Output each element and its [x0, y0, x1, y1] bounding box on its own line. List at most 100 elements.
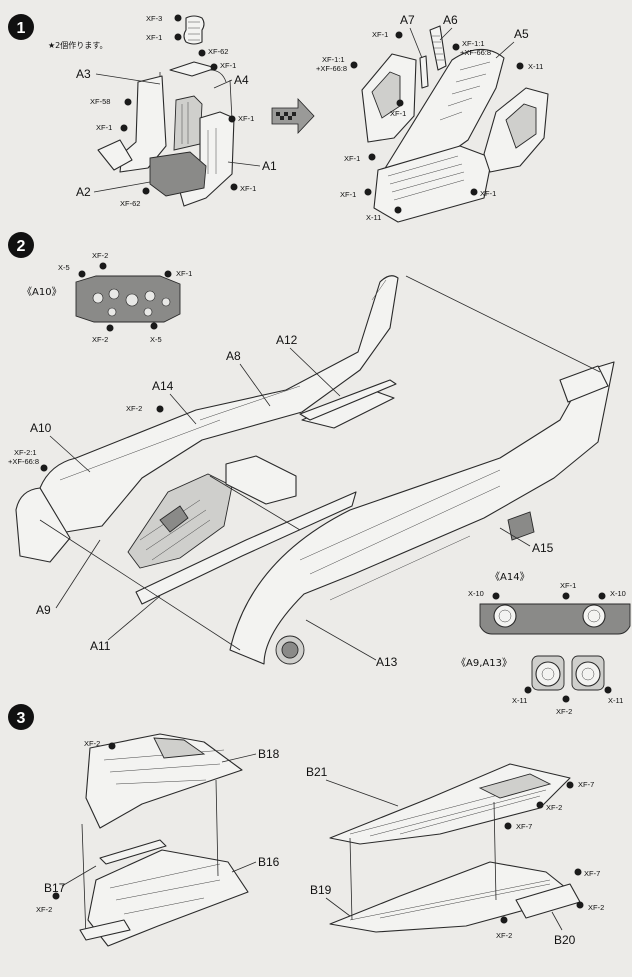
step-3-badge: 3	[8, 704, 34, 730]
paint-code: XF-7	[516, 822, 532, 831]
part-label: A3	[76, 67, 91, 81]
part-label: B21	[306, 765, 328, 779]
paint-code: X-5	[58, 263, 70, 272]
paint-code: +XF-66:8	[8, 457, 39, 466]
cockpit-tub-assembly	[361, 25, 549, 223]
paint-dot	[368, 153, 376, 161]
assembly-guide	[81, 779, 219, 939]
wing-lower-right	[329, 861, 577, 933]
paint-dot	[492, 592, 500, 600]
leader-line	[439, 27, 453, 41]
part-label: B20	[554, 933, 576, 947]
paint-dot	[364, 188, 372, 196]
paint-dot	[394, 206, 402, 214]
paint-dot	[604, 686, 612, 694]
paint-code: X-11	[512, 696, 527, 705]
paint-code: XF-2	[546, 803, 562, 812]
paint-code: XF-1	[480, 189, 496, 198]
step-1-badge: 1	[8, 14, 34, 40]
paint-code: XF-2	[92, 251, 108, 260]
paint-code: XF-2	[556, 707, 572, 716]
paint-code: XF-2	[496, 931, 512, 940]
part-label: A1	[262, 159, 277, 173]
seat-small-part	[169, 61, 217, 77]
paint-dot	[230, 183, 238, 191]
wing-upper-left	[85, 733, 243, 829]
leader-line	[231, 861, 257, 873]
paint-code: +XF-66:8	[460, 48, 491, 57]
leader-line	[61, 865, 97, 887]
paint-dot	[524, 686, 532, 694]
part-label: A4	[234, 73, 249, 87]
part-label: A10	[30, 421, 52, 435]
paint-dot	[174, 33, 182, 41]
leader-line	[289, 347, 341, 397]
paint-dot	[198, 49, 206, 57]
paint-dot	[106, 324, 114, 332]
paint-code: XF-1:1	[322, 55, 345, 64]
leader-line	[107, 595, 161, 641]
paint-code: XF-1	[238, 114, 254, 123]
paint-dot	[99, 262, 107, 270]
leader-line	[551, 911, 563, 931]
a14-detail	[479, 603, 631, 635]
paint-code: X-11	[608, 696, 623, 705]
step-2: 2 《A10》 XF-2 X-5 XF-1 XF-2 X-5	[8, 232, 631, 716]
part-label: A11	[90, 639, 111, 653]
leader-line	[227, 161, 261, 167]
leader-line	[239, 363, 271, 407]
paint-dot	[156, 405, 164, 413]
paint-dot	[142, 187, 150, 195]
paint-dot	[164, 270, 172, 278]
paint-code: XF-1	[96, 123, 112, 132]
detail-label: 《A10》	[22, 286, 62, 298]
paint-code: +XF-66:8	[316, 64, 347, 73]
paint-code: XF-2	[588, 903, 604, 912]
paint-code: XF-2:1	[14, 448, 37, 457]
leader-line	[325, 897, 351, 917]
paint-code: XF-2	[92, 335, 108, 344]
paint-code: XF-62	[120, 199, 140, 208]
paint-dot	[566, 781, 574, 789]
leader-line	[169, 393, 197, 425]
paint-code: XF-1	[146, 33, 162, 42]
paint-dot	[52, 892, 60, 900]
paint-code: XF-2	[126, 404, 142, 413]
paint-code: XF-1	[344, 154, 360, 163]
detail-label: 《A9,A13》	[456, 657, 512, 669]
assembly-guide	[349, 801, 497, 921]
paint-code: XF-7	[584, 869, 600, 878]
paint-code: XF-58	[90, 97, 110, 106]
leader-line	[55, 539, 101, 609]
paint-dot	[536, 801, 544, 809]
leader-line	[213, 79, 233, 89]
paint-code: X-10	[468, 589, 484, 598]
paint-dot	[78, 270, 86, 278]
paint-code: XF-3	[146, 14, 162, 23]
leader-line	[325, 779, 399, 807]
cockpit-tub-installed	[127, 455, 297, 569]
part-label: A2	[76, 185, 91, 199]
paint-code: XF-62	[208, 47, 228, 56]
leader-line	[305, 619, 377, 661]
part-label: A7	[400, 13, 415, 27]
wing-upper-right	[329, 763, 571, 845]
paint-code: XF-1	[340, 190, 356, 199]
part-label: A6	[443, 13, 458, 27]
step-number: 3	[17, 710, 26, 727]
part-label: A8	[226, 349, 241, 363]
paint-dot	[396, 99, 404, 107]
leader-line	[49, 435, 91, 473]
paint-code: X-10	[610, 589, 626, 598]
part-label: B16	[258, 855, 280, 869]
paint-dot	[108, 742, 116, 750]
part-label: B17	[44, 881, 66, 895]
leader-line	[93, 181, 151, 193]
paint-code: X-11	[366, 213, 381, 222]
paint-code: XF-1:1	[462, 39, 485, 48]
paint-code: XF-7	[578, 780, 594, 789]
paint-code: X-5	[150, 335, 162, 344]
step-number: 2	[17, 238, 26, 255]
paint-dot	[562, 695, 570, 703]
